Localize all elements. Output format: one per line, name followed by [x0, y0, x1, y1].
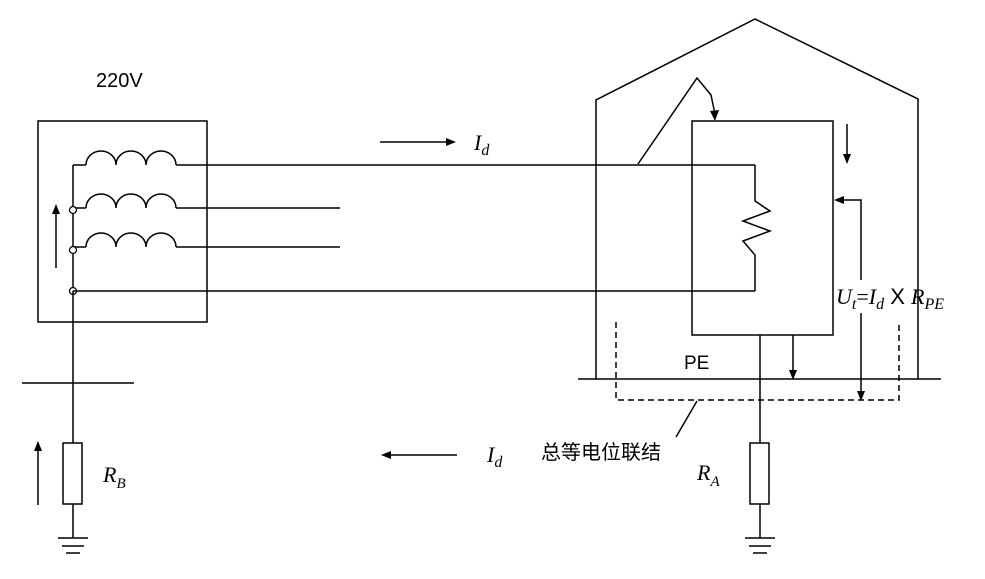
building-outline [595, 18, 919, 379]
rb-label: RB [102, 462, 126, 492]
resistor-rb [62, 442, 83, 505]
current-arrowhead-bottom [381, 451, 391, 459]
touch-voltage-arrowhead [834, 196, 844, 204]
current-label-top: Id [473, 130, 490, 159]
fault-arrowhead [710, 110, 719, 121]
transformer-box [37, 120, 208, 323]
rb-current-arrowhead [34, 441, 42, 451]
resistor-ra [749, 442, 770, 505]
equipotential-bonding-boundary [615, 322, 900, 401]
touch-voltage-bracket [842, 199, 862, 280]
node-3 [68, 245, 78, 255]
equipment-enclosure [691, 120, 834, 336]
coil-2 [85, 193, 177, 209]
coil-1 [85, 150, 177, 166]
coil-3 [85, 232, 177, 248]
source-voltage-arrowhead [52, 204, 60, 214]
pe-current-arrowhead [789, 370, 797, 380]
node-2 [68, 205, 78, 215]
load-resistor [740, 165, 773, 291]
ra-label: RA [696, 460, 720, 490]
pe-label: PE [684, 353, 709, 374]
current-label-bottom: Id [486, 442, 503, 471]
fault-current-arrowhead [843, 154, 851, 164]
touch-voltage-lower-arrowhead [857, 391, 865, 401]
fault-symbol [637, 76, 716, 165]
bonding-leader-line [675, 400, 698, 438]
bonding-label: 总等电位联结 [541, 440, 661, 464]
touch-voltage-formula: Ut=Id X RPE [836, 284, 944, 313]
voltage-label: 220V [96, 70, 143, 92]
current-arrowhead-top [446, 138, 456, 146]
